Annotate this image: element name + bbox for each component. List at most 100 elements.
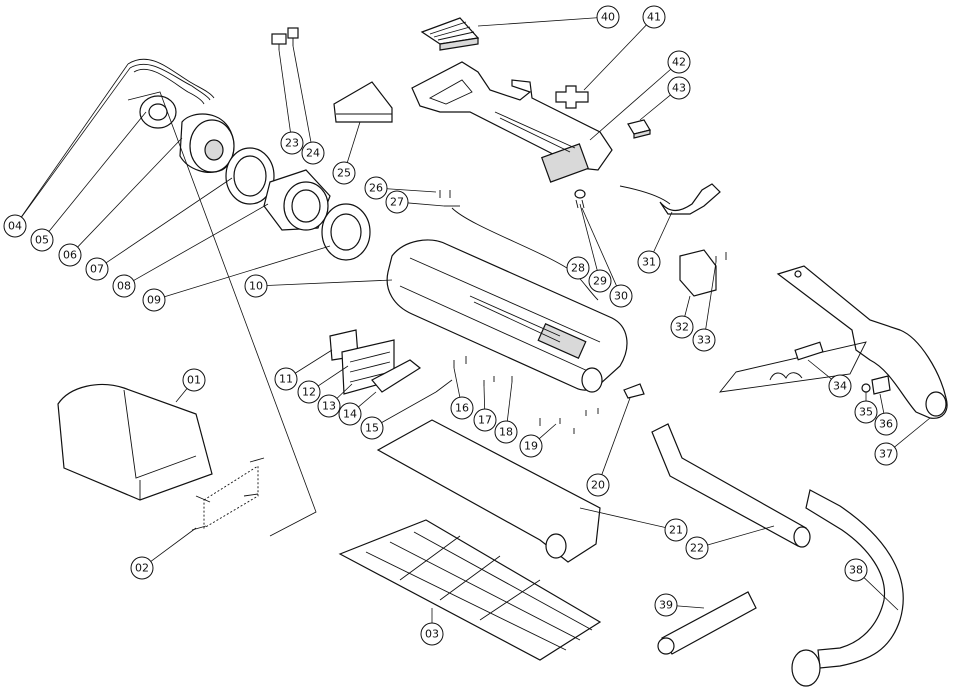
- callout-label-21: 21: [669, 524, 683, 537]
- callout-label-04: 04: [8, 220, 22, 233]
- callout-leader-23: [278, 49, 291, 133]
- callout-29: 29: [579, 203, 612, 293]
- part-23-24-connectors: [271, 27, 299, 50]
- callout-leader-29: [579, 203, 598, 271]
- part-32-33-bracket: [679, 249, 727, 297]
- callout-30: 30: [581, 207, 633, 308]
- callout-leader-37: [894, 417, 931, 448]
- callout-label-18: 18: [499, 426, 513, 439]
- callout-label-05: 05: [35, 234, 49, 247]
- callout-leader-20: [601, 397, 631, 475]
- callout-label-37: 37: [879, 448, 893, 461]
- callout-label-28: 28: [571, 262, 585, 275]
- callout-circle-14: [338, 402, 362, 426]
- callout-leader-30: [581, 207, 617, 287]
- callout-label-16: 16: [455, 402, 469, 415]
- callout-12: 12: [297, 365, 349, 404]
- callout-circle-37: [874, 442, 898, 466]
- callout-label-01: 01: [187, 374, 201, 387]
- callout-label-09: 09: [147, 294, 161, 307]
- callout-leader-12: [317, 365, 349, 387]
- part-08-motor-housing: [263, 169, 331, 231]
- callout-leader-34: [807, 359, 832, 380]
- callout-39: 39: [654, 593, 705, 617]
- callout-label-17: 17: [478, 414, 492, 427]
- part-29-30-clip: [574, 189, 586, 209]
- callout-41: 41: [583, 5, 666, 91]
- callout-label-07: 07: [90, 263, 104, 276]
- callout-label-11: 11: [279, 373, 293, 386]
- callout-leader-09: [164, 245, 331, 298]
- callout-31: 31: [637, 211, 673, 274]
- part-43-switch: [627, 119, 651, 139]
- callout-circle-29: [588, 269, 612, 293]
- part-06-motor: [179, 113, 235, 173]
- callout-33: 33: [692, 261, 717, 352]
- callout-circle-07: [85, 257, 109, 281]
- callout-leader-27: [407, 202, 445, 207]
- callout-label-42: 42: [672, 56, 686, 69]
- callout-27: 27: [385, 190, 445, 214]
- callout-circle-17: [473, 408, 497, 432]
- callout-leader-25: [346, 121, 361, 163]
- callout-circle-11: [274, 367, 298, 391]
- part-01-front-cover: [57, 383, 213, 501]
- part-25-filter-pad: [333, 81, 393, 123]
- callout-circle-39: [654, 593, 678, 617]
- callout-11: 11: [274, 349, 333, 391]
- callout-37: 37: [874, 417, 931, 466]
- callout-circle-40: [596, 5, 620, 29]
- callout-43: 43: [639, 76, 691, 121]
- callout-circle-24: [301, 141, 325, 165]
- callout-04: 04: [3, 67, 131, 238]
- callout-leader-19: [538, 423, 557, 440]
- callout-leader-01: [175, 388, 188, 403]
- callout-circle-26: [364, 176, 388, 200]
- callout-circle-28: [566, 256, 590, 280]
- callout-label-35: 35: [859, 406, 873, 419]
- part-42-top-cover: [411, 61, 613, 183]
- callout-label-31: 31: [642, 256, 656, 269]
- part-40-grille-cap: [420, 17, 480, 51]
- callout-label-25: 25: [337, 167, 351, 180]
- callout-layer: 0102030405060708091011121314151617181920…: [3, 5, 931, 646]
- part-31-power-cord: [619, 183, 721, 215]
- callout-circle-19: [519, 434, 543, 458]
- callout-label-24: 24: [306, 147, 320, 160]
- callout-18: 18: [494, 381, 518, 444]
- callout-circle-22: [685, 536, 709, 560]
- callout-leader-39: [676, 605, 705, 609]
- callout-leader-13: [336, 383, 353, 399]
- part-37-handle: [776, 265, 948, 419]
- callout-leader-22: [707, 525, 775, 546]
- callout-circle-38: [844, 558, 868, 582]
- callout-circle-42: [667, 50, 691, 74]
- callout-circle-09: [142, 288, 166, 312]
- callout-21: 21: [579, 507, 688, 542]
- callout-label-19: 19: [524, 440, 538, 453]
- callout-15: 15: [360, 391, 437, 440]
- callout-03: 03: [420, 608, 444, 646]
- diagram-leaders: [14, 63, 317, 537]
- callout-09: 09: [142, 245, 331, 312]
- callout-leader-10: [266, 279, 393, 286]
- callout-leader-21: [579, 507, 666, 528]
- part-20-plate: [623, 383, 645, 399]
- part-35-36-fitting: [861, 375, 891, 395]
- part-34-spring-assembly: [718, 341, 867, 393]
- callout-circle-36: [874, 412, 898, 436]
- callout-leader-07: [105, 177, 233, 264]
- part-10-main-body: [386, 239, 628, 393]
- callout-circle-10: [244, 274, 268, 298]
- callout-circle-43: [667, 76, 691, 100]
- callout-label-26: 26: [369, 182, 383, 195]
- callout-circle-18: [494, 420, 518, 444]
- callout-02: 02: [130, 527, 197, 580]
- callout-label-36: 36: [879, 418, 893, 431]
- callout-leader-36: [879, 393, 885, 414]
- part-41-cross-gasket: [555, 85, 589, 109]
- callout-circle-02: [130, 556, 154, 580]
- part-28-wire: [451, 207, 599, 301]
- callout-circle-12: [297, 380, 321, 404]
- part-07-ring: [225, 147, 275, 205]
